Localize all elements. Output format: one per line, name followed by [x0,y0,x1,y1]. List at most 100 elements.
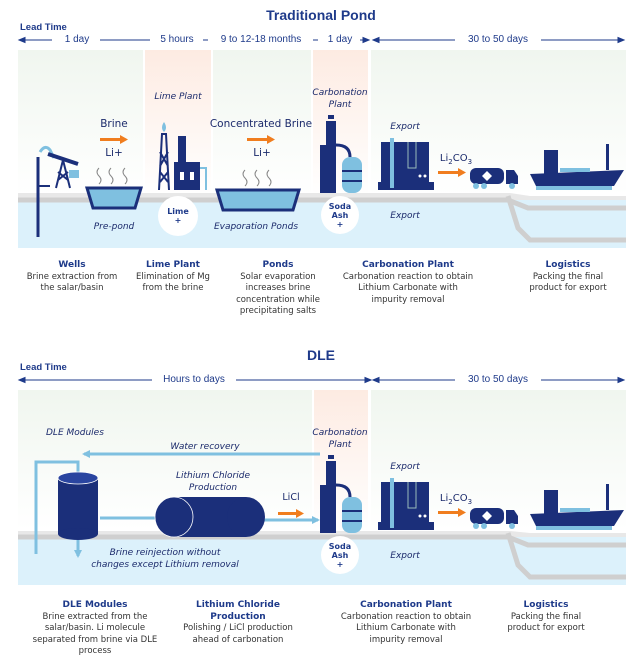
soda-ash-input-badge: Soda Ash + [321,196,359,234]
timeline-carbonation-duration: 1 day [327,34,353,45]
traditional-title: Traditional Pond [266,7,376,23]
dle-product-label: Li2CO3 [436,493,476,506]
caption-line: Elimination of Mg [136,271,210,282]
caption-title: Logistics [545,260,591,270]
dle-cargo-ship-icon [530,484,624,530]
caption-line: Polishing / LiCl production [183,623,293,633]
caption-line: Carbonation reaction to obtain [340,611,472,622]
dle-lead-time-label: Lead Time [20,362,67,373]
truck-icon [470,168,518,189]
caption-line: Brine extraction from [26,271,118,282]
product-li: Li [439,493,449,504]
dle-module-icon [57,471,99,540]
brine-ion-label: Li+ [105,147,123,159]
caption-line: precipitating salts [239,306,317,316]
lime-plus: + [174,216,182,225]
water-recovery-label: Water recovery [170,442,240,452]
concentrated-ion-label: Li+ [253,147,271,159]
caption-dle-carbonation-plant: Carbonation Plant Carbonation reaction t… [334,600,478,646]
caption-line: from the brine [142,283,204,293]
caption-title: Lime Plant [146,260,200,270]
lime-plant-label: Lime Plant [154,92,202,102]
licl-label: LiCl [282,492,300,503]
lime-input-badge: Lime + [158,196,198,236]
caption-line: Packing the final [532,271,604,282]
evaporation-pond-icon [214,169,302,212]
dle-soda-ash-input-badge: Soda Ash + [321,536,359,574]
carbonation-plant-icon [320,115,362,193]
caption-title: Lithium Chloride Production [196,600,280,622]
carbonation-plant-label-1: Carbonation [312,88,368,98]
traditional-flow-arrows [100,135,466,177]
caption-line: Packing the final [510,611,582,622]
licl-tank-icon [154,496,265,538]
export-bottom-label: Export [390,211,420,221]
caption-title: Carbonation Plant [360,600,452,610]
soda-ash-plus: + [336,220,344,229]
dle-export-bottom-label: Export [390,551,420,561]
caption-line: Solar evaporation [240,271,316,282]
soda-ash-plus: + [336,560,344,569]
cargo-ship-icon [530,144,624,190]
soda-ash-label-1: Soda [328,542,352,551]
dle-flow-arrows [278,508,466,518]
dle-truck-icon [470,508,518,529]
caption-line: concentration while [236,294,320,305]
caption-line: Brine extracted from the [42,611,148,622]
soda-ash-label-2: Ash [331,211,349,220]
lead-time-label: Lead Time [20,22,67,33]
concentrated-brine-label: Concentrated Brine [209,118,313,130]
caption-line: impurity removal [371,294,445,305]
caption-wells: Wells Brine extraction from the salar/ba… [20,260,124,295]
caption-lime-plant: Lime Plant Elimination of Mg from the br… [130,260,216,295]
band-ponds [213,50,311,195]
soda-ash-label-1: Soda [328,202,352,211]
caption-dle-modules: DLE Modules Brine extracted from the sal… [28,600,162,658]
carbonation-plant-label-2: Plant [328,100,352,110]
dle-title: DLE [307,347,335,363]
pre-pond-label: Pre-pond [93,222,135,232]
caption-line: Carbonation reaction to obtain [342,271,474,282]
product-li: Li [439,153,449,164]
product-sub-3: 3 [467,158,473,166]
soda-ash-label-2: Ash [331,551,349,560]
timeline-lime-duration: 5 hours [160,34,194,45]
caption-title: Logistics [523,600,569,610]
licl-production-label-2: Production [188,483,238,493]
dle-carbonation-label-2: Plant [328,440,352,450]
reinjection-label-1: Brine reinjection without [109,548,221,558]
product-sub-3: 3 [467,498,473,506]
caption-line: Lithium Carbonate with [356,623,456,633]
caption-line: increases brine [245,283,311,293]
caption-title: Ponds [262,260,294,270]
caption-line: the salar/basin [40,283,104,293]
caption-line: product for export [529,283,607,293]
export-facility-icon [378,138,434,190]
caption-carbonation-plant: Carbonation Plant Carbonation reaction t… [338,260,478,306]
dle-modules-label: DLE Modules [46,428,104,438]
pre-pond-icon [85,167,143,210]
timeline-ponds-duration: 9 to 12-18 months [220,34,302,45]
caption-line: Lithium Carbonate with [358,283,458,293]
pumpjack-icon [36,145,79,237]
caption-line: separated from brine via DLE [32,634,158,645]
caption-title: Carbonation Plant [362,260,454,270]
caption-line: process [78,646,112,656]
dle-export-facility-icon [378,478,434,530]
dle-timeline-logistics-duration: 30 to 50 days [467,374,529,385]
caption-line: salar/basin. Li molecule [44,623,146,633]
dle-carbonation-label-1: Carbonation [312,428,368,438]
timeline-wells-duration: 1 day [64,34,90,45]
export-top-label: Export [390,122,420,132]
caption-logistics: Logistics Packing the final product for … [518,260,618,295]
caption-line: impurity removal [369,634,443,645]
dle-export-top-label: Export [390,462,420,472]
caption-dle-logistics: Logistics Packing the final product for … [496,600,596,635]
timeline-logistics-duration: 30 to 50 days [467,34,529,45]
caption-title: Wells [58,260,86,270]
product-sub-2: 2 [448,158,453,166]
caption-licl-production: Lithium Chloride Production Polishing / … [168,600,308,646]
lime-plant-icon [158,122,207,190]
evaporation-ponds-label: Evaporation Ponds [213,222,299,232]
product-sub-2: 2 [448,498,453,506]
